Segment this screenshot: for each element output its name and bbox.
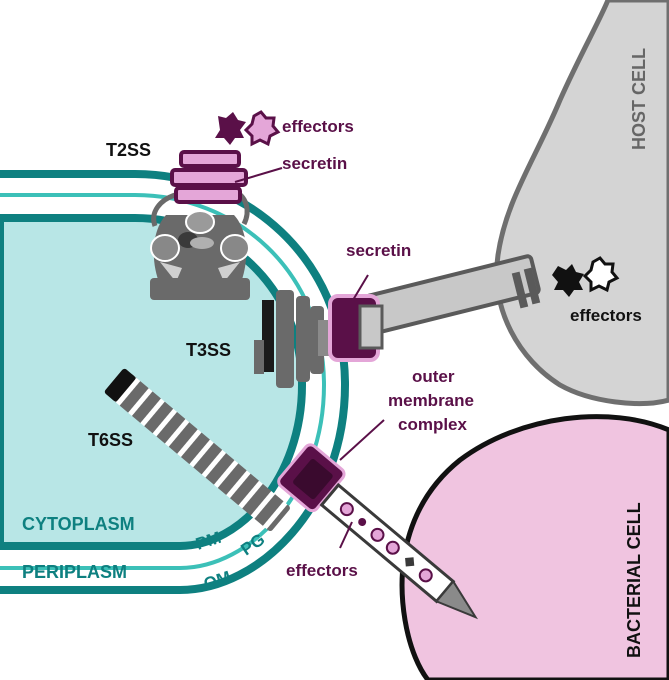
- t3ss-label: T3SS: [186, 340, 231, 360]
- t6ss-effectors-leader: [339, 521, 353, 549]
- omc-leader: [339, 419, 385, 461]
- t3ss-apparatus: [254, 254, 541, 388]
- t2ss-apparatus: [150, 150, 250, 300]
- cytoplasm-label: CYTOPLASM: [22, 514, 135, 534]
- t2ss-effector-dark-icon: [215, 112, 246, 145]
- t2ss-secretin: [179, 150, 241, 168]
- t3ss-effector-dark-icon: [552, 264, 584, 297]
- t2ss-effectors-label: effectors: [282, 117, 354, 136]
- t6ss-apparatus: [104, 368, 479, 620]
- bacterial-cell-label: BACTERIAL CELL: [624, 502, 644, 658]
- t6ss-effectors-label: effectors: [286, 561, 358, 580]
- t3ss-secretin-label: secretin: [346, 241, 411, 260]
- omc-label-line2: membrane: [388, 391, 474, 410]
- peptidoglycan-layer: [0, 193, 327, 570]
- t3ss-secretin-leader: [352, 274, 369, 301]
- t2ss-label: T2SS: [106, 140, 151, 160]
- t2ss-secretin-leader: [234, 167, 283, 183]
- t3ss-effector-light-icon: [582, 256, 620, 293]
- t2ss-secretin-label: secretin: [282, 154, 347, 173]
- periplasm-label: PERIPLASM: [22, 562, 127, 582]
- t6ss-label: T6SS: [88, 430, 133, 450]
- om-label: OM: [201, 567, 233, 594]
- host-cell: [494, 0, 669, 406]
- host-cell-label: HOST CELL: [629, 48, 649, 150]
- t2ss-effector-light-icon: [243, 110, 281, 147]
- omc-label-line1: outer: [412, 367, 455, 386]
- omc-label-line3: complex: [398, 415, 468, 434]
- t3ss-effectors-label: effectors: [570, 306, 642, 325]
- t6ss-sheath: [110, 373, 290, 532]
